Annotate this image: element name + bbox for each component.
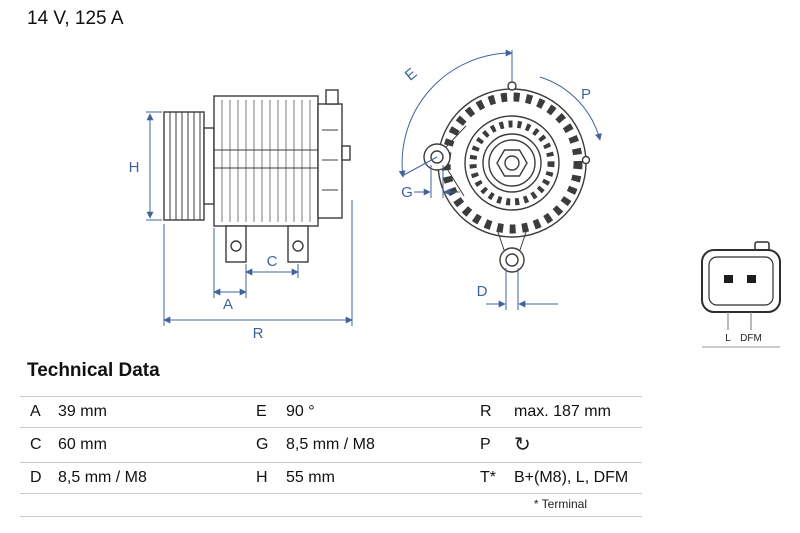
dimension-r: R <box>163 200 353 342</box>
dim-label-d: D <box>477 283 488 300</box>
dim-label-h: H <box>129 159 140 176</box>
connector-diagram: L DFM <box>701 241 781 348</box>
mounting-feet <box>225 225 309 263</box>
spec-key-d: D <box>20 462 50 494</box>
spec-key-t: T* <box>470 462 506 494</box>
technical-data-title: Technical Data <box>27 360 160 381</box>
rear-end-cap <box>317 89 351 219</box>
connector-pin-label-l: L <box>725 333 731 344</box>
spec-key-r: R <box>470 396 506 428</box>
dim-label-g: G <box>401 184 413 201</box>
spec-value-r: max. 187 mm <box>506 396 642 428</box>
dim-label-r: R <box>253 325 264 342</box>
cooling-fins <box>221 100 311 222</box>
side-terminal-stub <box>341 145 351 161</box>
connector-inner <box>708 256 774 306</box>
spec-key-e: E <box>246 396 278 428</box>
spec-key-h: H <box>246 462 278 494</box>
connector-pin-dfm <box>747 275 756 283</box>
dimension-p: P <box>539 76 602 141</box>
spec-value-e: 90 ° <box>278 396 470 428</box>
dimension-d: D <box>477 268 558 310</box>
spec-value-t: B+(M8), L, DFM <box>506 462 642 494</box>
pulley <box>163 111 205 221</box>
spec-key-c: C <box>20 427 50 463</box>
bottom-mounting-lug <box>497 231 527 273</box>
spec-value-d: 8,5 mm / M8 <box>50 462 246 494</box>
vent-slot-ring-outer <box>441 92 583 234</box>
technical-data-table: A 39 mm E 90 ° R max. 187 mm C 60 mm G 8… <box>20 396 642 517</box>
right-stud <box>581 155 591 165</box>
spec-value-a: 39 mm <box>50 396 246 428</box>
table-row: C 60 mm G 8,5 mm / M8 P ↻ <box>20 427 642 463</box>
top-stud <box>507 81 517 91</box>
dim-label-p: P <box>581 86 591 103</box>
alternator-side-view: H A C R <box>129 89 353 342</box>
dimension-h: H <box>129 111 162 221</box>
pulley-spacer <box>203 127 215 205</box>
dim-label-c: C <box>267 253 278 270</box>
table-row: D 8,5 mm / M8 H 55 mm T* B+(M8), L, DFM <box>20 462 642 494</box>
shaft-nut <box>496 149 528 177</box>
spec-value-c: 60 mm <box>50 427 246 463</box>
dim-label-a: A <box>223 296 233 313</box>
alternator-front-view: E P G D <box>398 49 602 310</box>
spec-key-g: G <box>246 427 278 463</box>
spec-value-h: 55 mm <box>278 462 470 494</box>
connector-pin-label-dfm: DFM <box>740 333 762 344</box>
dimension-c: C <box>245 253 299 278</box>
spec-value-g: 8,5 mm / M8 <box>278 427 470 463</box>
terminal-footnote: * Terminal <box>20 493 642 517</box>
housing-body <box>213 95 319 227</box>
table-footnote-row: * Terminal <box>20 493 642 517</box>
electrical-rating: 14 V, 125 A <box>27 8 124 29</box>
technical-drawing: H A C R <box>129 49 781 348</box>
connector-pin-l <box>724 275 733 283</box>
clockwise-rotation-icon: ↻ <box>514 432 531 456</box>
spec-key-p: P <box>470 427 506 463</box>
dim-label-e: E <box>402 65 421 84</box>
spec-value-p: ↻ <box>506 427 642 463</box>
spec-key-a: A <box>20 396 50 428</box>
bplus-terminal-stub <box>325 89 339 105</box>
table-row: A 39 mm E 90 ° R max. 187 mm <box>20 396 642 428</box>
dimension-g: G <box>401 165 460 201</box>
